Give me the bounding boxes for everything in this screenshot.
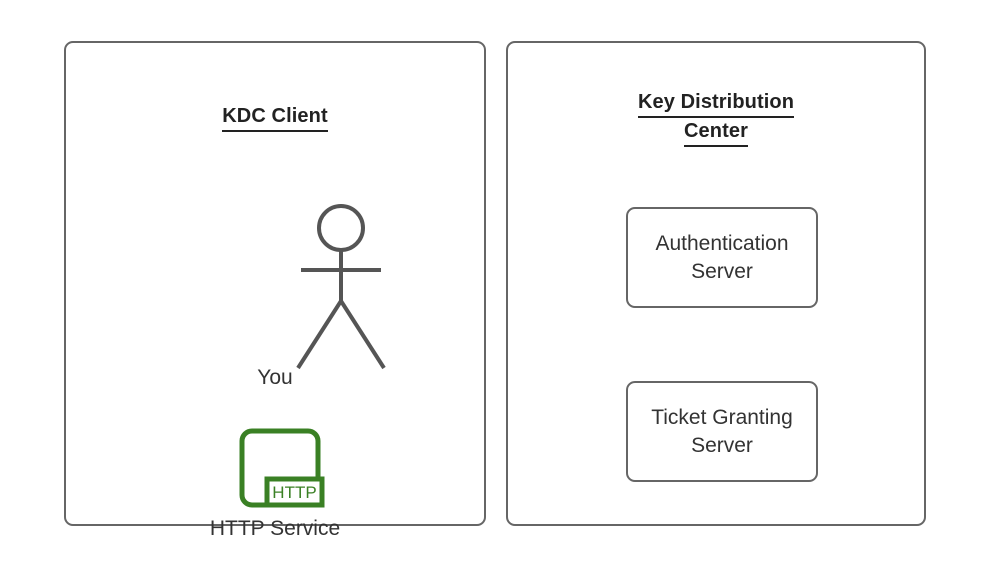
panel-kdc-client-title-line-1: KDC Client <box>222 103 328 132</box>
service-label-http-service: HTTP Service <box>209 517 341 540</box>
panel-kdc-client-title: KDC Client <box>66 103 484 132</box>
actor-label-you: You <box>257 366 293 389</box>
panel-kdc-title-line-2: Center <box>684 118 748 147</box>
panel-kdc-client: KDC Client You HTTP HTTP Service <box>64 41 486 540</box>
box-authentication-server-label: Authentication Server <box>655 231 789 283</box>
svg-text:HTTP: HTTP <box>272 483 316 502</box>
http-service-icon: HTTP <box>239 428 325 508</box>
panel-kdc-title-line-1: Key Distribution <box>637 89 795 118</box>
panel-key-distribution-center: Key Distribution Center Authentication S… <box>506 41 926 526</box>
box-authentication-server: Authentication Server <box>626 207 818 308</box>
panel-key-distribution-center-title: Key Distribution Center <box>508 89 924 147</box>
box-ticket-granting-server-label: Ticket Granting Server <box>651 405 793 457</box>
stick-figure-person-icon <box>296 204 386 370</box>
box-ticket-granting-server: Ticket Granting Server <box>626 381 818 482</box>
